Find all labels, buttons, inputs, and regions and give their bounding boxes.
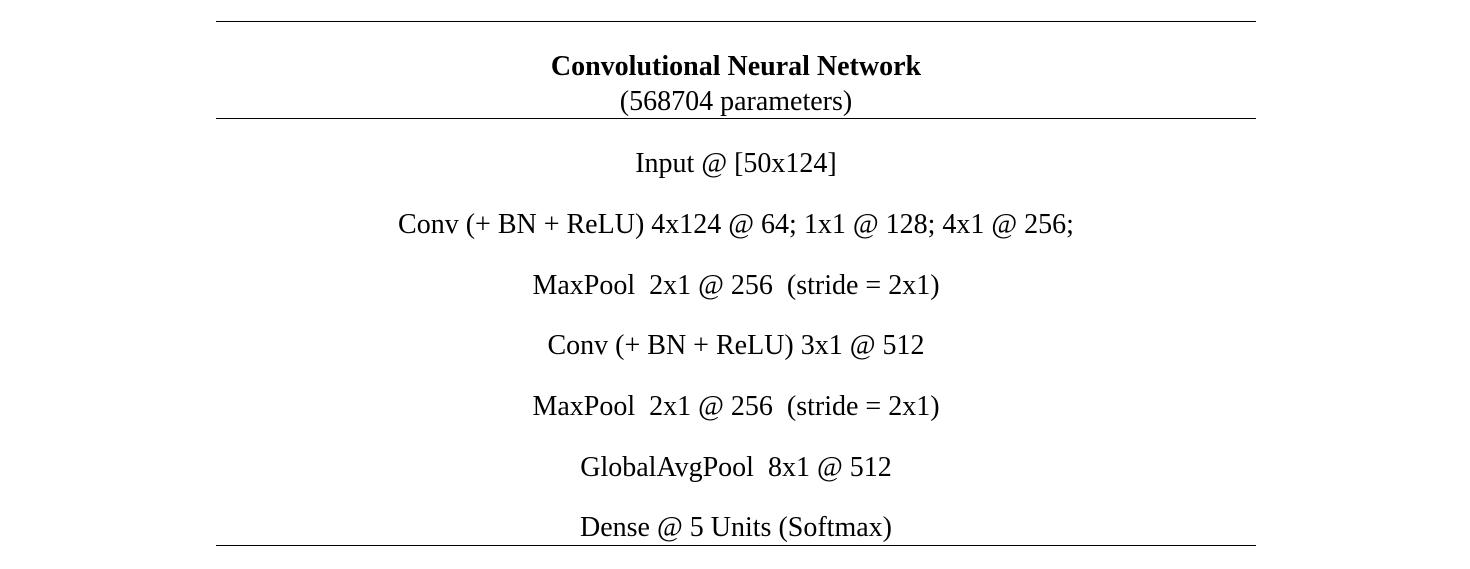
layer-row: Input @ [50x124] [635,148,837,179]
layer-row: Conv (+ BN + ReLU) 4x124 @ 64; 1x1 @ 128… [398,209,1074,240]
layer-row: GlobalAvgPool 8x1 @ 512 [580,452,892,483]
layer-row: MaxPool 2x1 @ 256 (stride = 2x1) [532,270,940,301]
layer-row: MaxPool 2x1 @ 256 (stride = 2x1) [532,391,940,422]
top-rule [216,21,1256,22]
header-rule [216,118,1256,119]
bottom-rule [216,545,1256,546]
layer-row: Dense @ 5 Units (Softmax) [580,512,892,543]
table-title: Convolutional Neural Network [550,51,922,82]
table-subtitle: (568704 parameters) [619,86,853,117]
layer-row: Conv (+ BN + ReLU) 3x1 @ 512 [547,330,925,361]
